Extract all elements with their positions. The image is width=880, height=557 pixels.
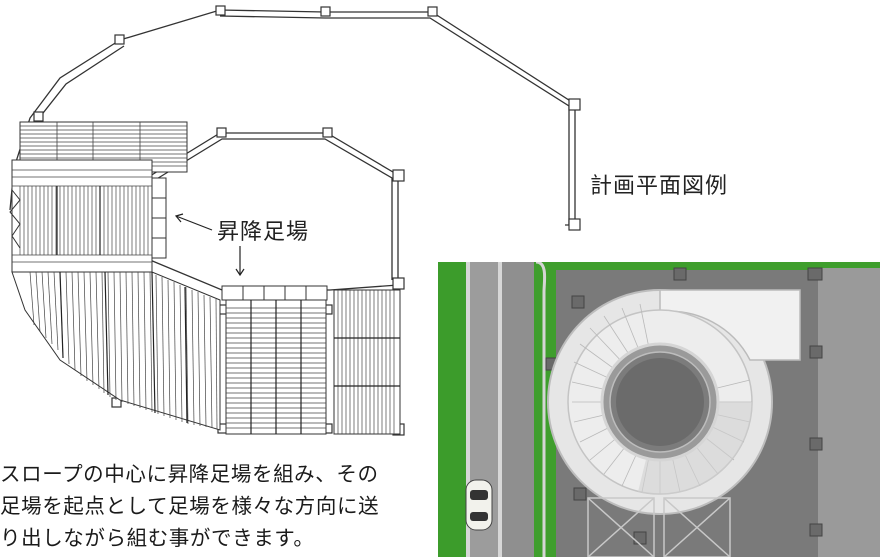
column xyxy=(215,5,226,16)
car-icon xyxy=(465,479,493,531)
column xyxy=(320,6,331,17)
column xyxy=(568,218,581,231)
lift-scaffold-label: 昇降足場 xyxy=(217,220,310,245)
column xyxy=(392,169,405,182)
column xyxy=(392,277,405,290)
building-outline xyxy=(119,9,576,226)
description-text: スロープの中心に昇降足場を組み、その 足場を起点として足場を様々な方向に送 り出… xyxy=(0,458,430,554)
column xyxy=(114,34,125,45)
column xyxy=(33,111,44,122)
column xyxy=(568,98,581,111)
scaffold-block-right xyxy=(333,289,401,435)
lift-scaffold-left xyxy=(151,177,167,259)
column xyxy=(322,127,333,138)
lift-scaffold-bottom xyxy=(221,285,328,301)
description-line-2: 足場を起点として足場を様々な方向に送 xyxy=(0,494,380,518)
column xyxy=(216,127,227,138)
column xyxy=(427,6,438,17)
plan-legend-label: 計画平面図例 xyxy=(590,174,729,199)
arrow-icon xyxy=(174,213,245,277)
render-3d-image xyxy=(438,262,880,557)
description-line-1: スロープの中心に昇降足場を組み、その xyxy=(0,462,379,486)
description-line-3: り出しながら組む事ができます。 xyxy=(0,526,315,550)
